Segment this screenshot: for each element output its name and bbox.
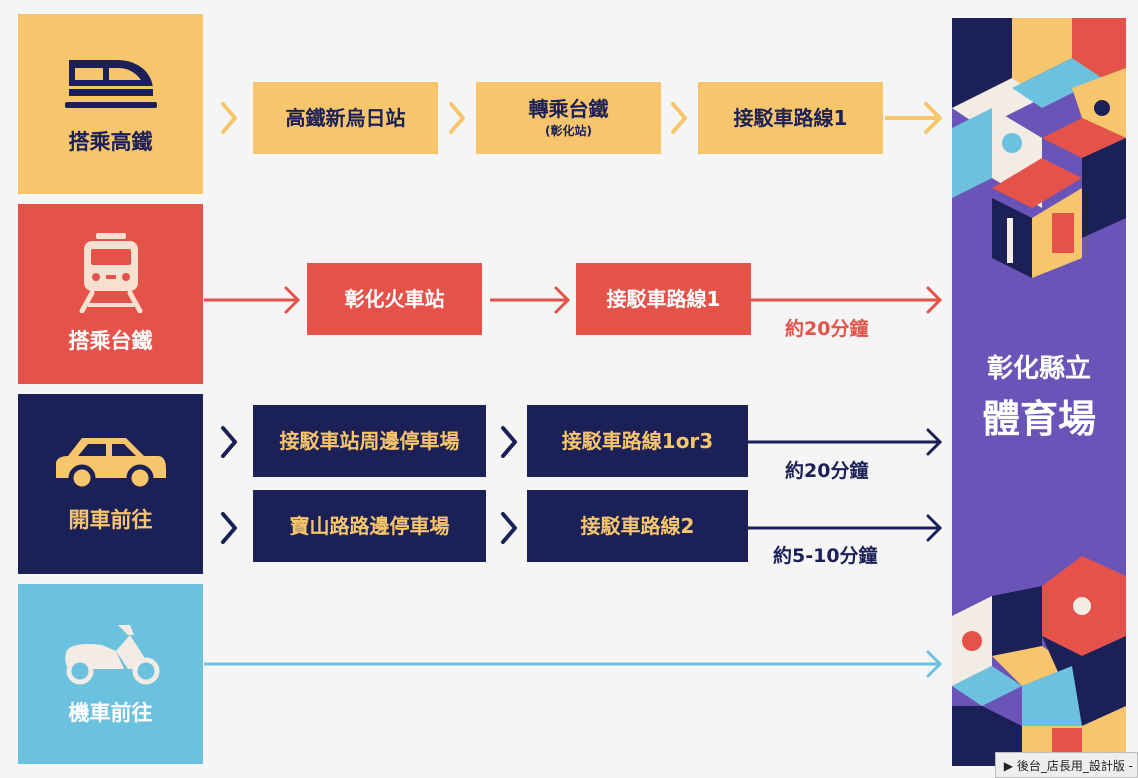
hsr-chevron-1: [221, 102, 237, 134]
mode-scooter-label: 機車前往: [68, 701, 153, 725]
tra-arrow-head-3: [926, 286, 943, 314]
car-b-step-1: 寶山路路邊停車場: [253, 490, 486, 562]
tra-step-2-label: 接駁車路線1: [606, 286, 721, 311]
scooter-icon: [64, 625, 159, 685]
car-b-step-2-label: 接駁車路線2: [580, 513, 695, 538]
high-speed-train-icon: [64, 60, 157, 108]
decorative-pattern-top: [952, 18, 1126, 278]
car-a-step-1-label: 接駁車站周邊停車場: [279, 428, 460, 453]
mode-hsr-label: 搭乘高鐵: [68, 130, 153, 154]
tra-arrow-head-2: [554, 286, 571, 314]
mode-hsr: 搭乘高鐵: [18, 14, 203, 194]
destination-line-1: 彰化縣立: [986, 354, 1091, 384]
mode-scooter: 機車前往: [18, 584, 203, 764]
car-a-chevron-2: [501, 426, 517, 458]
car-b-chevron-1: [221, 512, 237, 544]
scooter-arrow-head: [926, 650, 943, 678]
hsr-step-3-label: 接駁車路線1: [733, 105, 848, 130]
hsr-step-2-sub: (彰化站): [545, 123, 592, 138]
hsr-arrow-head: [924, 102, 942, 134]
car-b-arrow-head: [926, 514, 943, 542]
hsr-chevron-2: [449, 102, 465, 134]
tra-step-1: 彰化火車站: [307, 263, 482, 335]
decorative-pattern-bottom: [952, 556, 1126, 766]
car-a-step-1: 接駁車站周邊停車場: [253, 405, 486, 477]
backend-link[interactable]: ▶ 後台_店長用_設計版 -: [994, 752, 1138, 778]
car-a-time: 約20分鐘: [785, 460, 869, 482]
hsr-chevron-3: [671, 102, 687, 134]
hsr-step-1-label: 高鐵新烏日站: [285, 105, 406, 130]
car-b-time: 約5-10分鐘: [773, 545, 878, 567]
hsr-step-2-label: 轉乘台鐵: [528, 96, 609, 121]
car-a-chevron-1: [221, 426, 237, 458]
car-b-chevron-2: [501, 512, 517, 544]
mode-tra-label: 搭乘台鐵: [68, 329, 153, 353]
car-a-step-2: 接駁車路線1or3: [527, 405, 748, 477]
hsr-step-1: 高鐵新烏日站: [253, 82, 438, 154]
hsr-step-2: 轉乘台鐵 (彰化站): [476, 82, 661, 154]
car-b-step-2: 接駁車路線2: [527, 490, 748, 562]
hsr-step-3: 接駁車路線1: [698, 82, 883, 154]
tra-step-1-label: 彰化火車站: [344, 286, 445, 311]
car-a-step-2-label: 接駁車路線1or3: [561, 428, 714, 453]
destination-panel: 彰化縣立 體育場: [952, 18, 1126, 766]
car-a-arrow-head: [926, 428, 943, 456]
tra-arrow-head-1: [284, 286, 301, 314]
car-b-step-1-label: 寶山路路邊停車場: [289, 513, 450, 538]
tra-step-2: 接駁車路線1: [576, 263, 751, 335]
mode-car: 開車前往: [18, 394, 203, 574]
tra-time: 約20分鐘: [785, 318, 869, 340]
mode-tra: 搭乘台鐵: [18, 204, 203, 384]
train-icon: [79, 233, 142, 313]
destination-line-2: 體育場: [981, 397, 1096, 441]
car-icon: [55, 438, 166, 492]
mode-car-label: 開車前往: [68, 508, 153, 532]
